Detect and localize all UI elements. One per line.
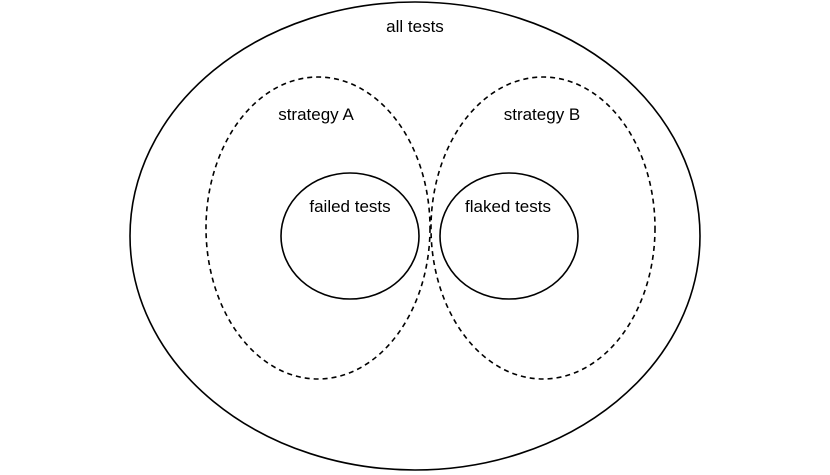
all-tests-ellipse <box>129 1 701 471</box>
flaked-tests-ellipse <box>439 172 579 300</box>
failed-tests-ellipse <box>280 172 420 300</box>
failed-tests-label: failed tests <box>309 197 390 216</box>
flaked-tests-label: flaked tests <box>465 197 551 216</box>
strategy-a-ellipse <box>205 76 431 380</box>
all-tests-label: all tests <box>386 17 444 36</box>
strategy-a-label: strategy A <box>278 105 354 124</box>
strategy-b-ellipse <box>430 76 656 380</box>
strategy-b-label: strategy B <box>504 105 581 124</box>
